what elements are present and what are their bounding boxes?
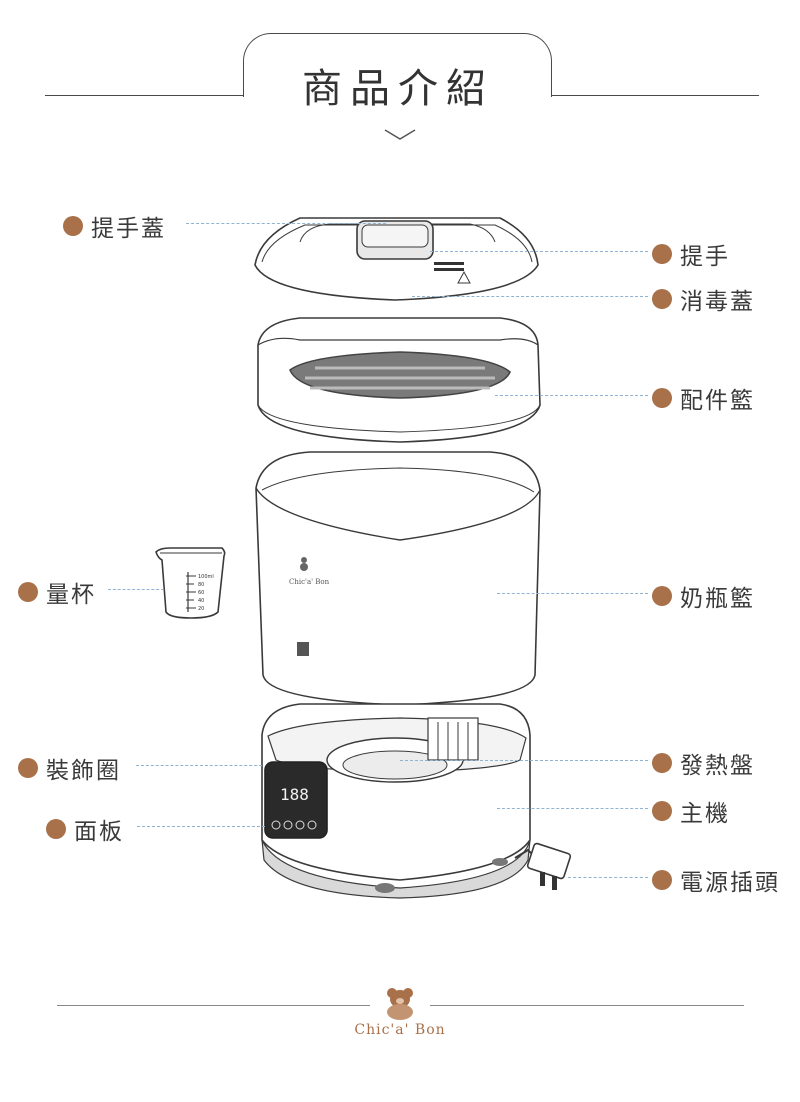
measuring-cup xyxy=(155,547,226,619)
label-power-plug-text: 電源插頭 xyxy=(680,870,780,896)
cup-mark-40: 40 xyxy=(198,598,204,604)
label-handle: 提手 xyxy=(652,237,730,271)
bullet-dot-icon xyxy=(18,582,38,602)
label-accessory-basket: 配件籃 xyxy=(652,381,755,415)
label-measuring-cup-text: 量杯 xyxy=(46,582,96,608)
label-lid-text: 提手蓋 xyxy=(91,216,166,242)
label-bottle-basket-text: 奶瓶籃 xyxy=(680,586,755,612)
leader-decor-ring xyxy=(136,765,262,766)
page-title: 商品介紹 xyxy=(302,66,494,112)
bullet-dot-icon xyxy=(652,586,672,606)
header-rule-left xyxy=(45,95,244,96)
footer-brand: Chic'a' Bon xyxy=(354,1022,446,1038)
leader-panel xyxy=(137,826,265,827)
chevron-down-icon xyxy=(384,129,416,140)
label-main-unit: 主機 xyxy=(652,794,730,828)
label-sterilize-lid-text: 消毒蓋 xyxy=(680,289,755,315)
label-accessory-basket-text: 配件籃 xyxy=(680,388,755,414)
leader-lid xyxy=(186,223,386,224)
bullet-dot-icon xyxy=(652,801,672,821)
leader-handle xyxy=(430,251,648,252)
bottle-basket xyxy=(255,451,541,706)
control-panel xyxy=(264,761,328,839)
panel-display: 188 xyxy=(280,785,309,804)
label-decor-ring-text: 裝飾圈 xyxy=(46,758,121,784)
bullet-dot-icon xyxy=(46,819,66,839)
bullet-dot-icon xyxy=(63,216,83,236)
label-decor-ring: 裝飾圈 xyxy=(18,751,121,785)
label-sterilize-lid: 消毒蓋 xyxy=(652,282,755,316)
bullet-dot-icon xyxy=(652,289,672,309)
leader-main-unit xyxy=(497,808,648,809)
label-handle-text: 提手 xyxy=(680,244,730,270)
label-measuring-cup: 量杯 xyxy=(18,575,96,609)
cup-mark-20: 20 xyxy=(198,606,204,612)
leader-accessory-basket xyxy=(495,395,648,396)
bullet-dot-icon xyxy=(18,758,38,778)
label-heating-plate: 發熱盤 xyxy=(652,746,755,780)
label-power-plug: 電源插頭 xyxy=(652,863,780,897)
label-heating-plate-text: 發熱盤 xyxy=(680,753,755,779)
label-main-unit-text: 主機 xyxy=(680,801,730,827)
label-lid: 提手蓋 xyxy=(63,209,166,243)
leader-heating-plate xyxy=(400,760,648,761)
label-panel: 面板 xyxy=(46,812,124,846)
handle xyxy=(356,220,471,284)
bullet-dot-icon xyxy=(652,388,672,408)
header-rule-right xyxy=(549,95,759,96)
cup-mark-60: 60 xyxy=(198,590,204,596)
bear-logo-icon xyxy=(387,988,413,1020)
leader-power-plug xyxy=(568,877,648,878)
label-panel-text: 面板 xyxy=(74,819,124,845)
leader-bottle-basket xyxy=(497,593,648,594)
cup-mark-100: 100ml xyxy=(198,574,214,580)
power-plug xyxy=(514,842,572,890)
footer-rule-left xyxy=(57,1005,370,1006)
bullet-dot-icon xyxy=(652,870,672,890)
main-unit xyxy=(261,703,531,899)
bullet-dot-icon xyxy=(652,244,672,264)
cup-mark-80: 80 xyxy=(198,582,204,588)
leader-measuring-cup xyxy=(108,589,164,590)
basket-brand: Chic'a' Bon xyxy=(289,578,330,586)
accessory-basket xyxy=(257,317,541,443)
leader-sterilize-lid xyxy=(412,296,648,297)
header-tab xyxy=(243,33,552,97)
footer-rule-right xyxy=(430,1005,744,1006)
label-bottle-basket: 奶瓶籃 xyxy=(652,579,755,613)
bullet-dot-icon xyxy=(652,753,672,773)
